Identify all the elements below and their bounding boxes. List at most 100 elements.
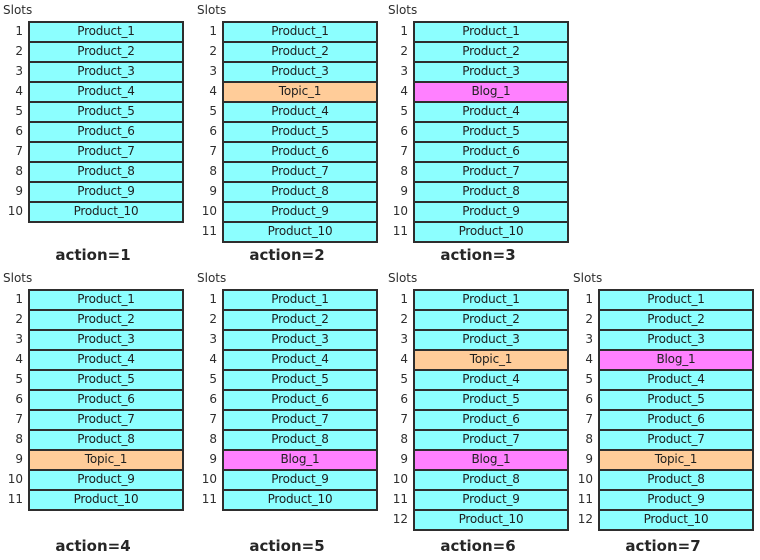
slot-row: 2 Product_2 [196,41,378,63]
slot-box-product: Product_10 [222,221,378,243]
slot-number: 6 [585,392,593,406]
slot-row: 1 Product_1 [387,289,569,311]
slot-row: 11 Product_10 [196,489,378,511]
slot-number: 9 [585,452,593,466]
diagram-action-1: Slots 1 Product_1 2 Product_2 3 Product_… [2,1,184,264]
slot-box-product: Product_5 [222,121,378,143]
slot-number: 5 [209,372,217,386]
slot-box-product: Product_3 [598,329,754,351]
slot-rows: 1 Product_1 2 Product_2 3 Product_3 4 Pr… [196,289,378,511]
slot-row: 12 Product_10 [387,509,569,531]
slot-rows: 1 Product_1 2 Product_2 3 Product_3 4 Bl… [572,289,754,531]
slot-number: 4 [209,352,217,366]
slot-number: 8 [15,164,23,178]
slot-box-product: Product_3 [222,61,378,83]
slot-row: 9 Topic_1 [2,449,184,471]
slot-box-product: Product_2 [598,309,754,331]
slot-number: 5 [15,372,23,386]
slot-number: 3 [209,332,217,346]
slot-number: 7 [209,412,217,426]
slot-number: 10 [392,472,408,486]
slot-box-product: Product_6 [28,121,184,143]
slot-box-product: Product_1 [413,289,569,311]
slots-header-label: Slots [573,271,603,285]
slot-box-product: Product_8 [222,181,378,203]
slot-box-product: Product_7 [28,141,184,163]
slot-row: 4 Topic_1 [196,81,378,103]
slot-number: 10 [392,204,408,218]
diagram-action-2: Slots 1 Product_1 2 Product_2 3 Product_… [196,1,378,264]
slot-box-product: Product_7 [413,161,569,183]
action-label: action=7 [625,537,701,555]
slot-box-product: Product_2 [28,309,184,331]
slot-row: 9 Blog_1 [387,449,569,471]
slot-box-product: Product_7 [28,409,184,431]
slot-number: 1 [15,24,23,38]
slots-header-label: Slots [197,3,227,17]
slot-rows: 1 Product_1 2 Product_2 3 Product_3 4 To… [387,289,569,531]
slot-number: 8 [400,432,408,446]
slot-row: 2 Product_2 [572,309,754,331]
slot-box-product: Product_4 [413,369,569,391]
slot-row: 4 Topic_1 [387,349,569,371]
slot-row: 10 Product_8 [387,469,569,491]
slot-box-product: Product_8 [413,469,569,491]
slot-row: 3 Product_3 [387,61,569,83]
slot-box-product: Product_9 [222,201,378,223]
slot-number: 2 [400,312,408,326]
slot-number: 9 [209,452,217,466]
slot-number: 6 [15,124,23,138]
slot-box-product: Product_1 [28,289,184,311]
slot-number: 7 [15,144,23,158]
slot-row: 3 Product_3 [387,329,569,351]
slot-number: 10 [7,472,23,486]
slot-number: 6 [209,124,217,138]
slot-row: 7 Product_6 [387,409,569,431]
diagram-action-5: Slots 1 Product_1 2 Product_2 3 Product_… [196,269,378,555]
slot-row: 6 Product_5 [196,121,378,143]
slot-box-product: Product_9 [28,181,184,203]
slot-row: 9 Product_8 [196,181,378,203]
slot-row: 6 Product_5 [572,389,754,411]
slot-number: 4 [15,84,23,98]
slot-box-product: Product_3 [222,329,378,351]
slot-row: 5 Product_5 [2,101,184,123]
slot-number: 6 [15,392,23,406]
slot-number: 7 [400,144,408,158]
slot-number: 1 [209,24,217,38]
slot-number: 8 [209,164,217,178]
slot-box-blog: Blog_1 [413,449,569,471]
slot-number: 11 [577,492,593,506]
slot-row: 5 Product_4 [572,369,754,391]
slot-number: 1 [585,292,593,306]
slot-box-product: Product_2 [28,41,184,63]
slot-box-topic: Topic_1 [222,81,378,103]
slot-number: 1 [15,292,23,306]
slot-box-product: Product_10 [598,509,754,531]
slot-box-product: Product_1 [413,21,569,43]
slot-row: 12 Product_10 [572,509,754,531]
slot-number: 5 [400,104,408,118]
slot-number: 11 [7,492,23,506]
slot-row: 11 Product_10 [196,221,378,243]
slot-number: 5 [15,104,23,118]
slot-box-product: Product_3 [28,329,184,351]
slot-row: 10 Product_10 [2,201,184,223]
slot-row: 4 Product_4 [2,81,184,103]
slot-number: 7 [585,412,593,426]
slot-box-topic: Topic_1 [598,449,754,471]
slot-row: 7 Product_7 [196,409,378,431]
slot-number: 6 [400,392,408,406]
slot-box-product: Product_9 [413,489,569,511]
slot-box-product: Product_4 [222,101,378,123]
slot-number: 3 [400,332,408,346]
slot-row: 1 Product_1 [196,289,378,311]
slot-number: 2 [15,312,23,326]
slot-box-product: Product_1 [598,289,754,311]
slot-row: 4 Blog_1 [572,349,754,371]
slot-box-topic: Topic_1 [413,349,569,371]
slot-row: 5 Product_5 [2,369,184,391]
slot-row: 6 Product_5 [387,389,569,411]
diagram-action-3: Slots 1 Product_1 2 Product_2 3 Product_… [387,1,569,264]
